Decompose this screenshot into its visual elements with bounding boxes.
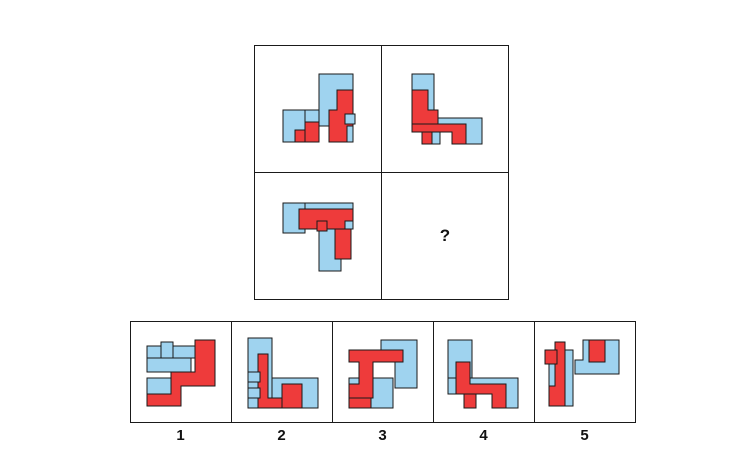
option-1[interactable] <box>130 321 232 423</box>
figure-matrix-2 <box>411 73 483 145</box>
red-piece <box>463 393 477 409</box>
blue-piece <box>247 387 261 399</box>
blue-piece <box>146 357 192 373</box>
option-label-2: 2 <box>277 427 286 444</box>
blue-piece <box>146 377 172 395</box>
red-piece <box>421 131 433 145</box>
option-3[interactable] <box>332 321 434 423</box>
red-piece <box>548 341 566 407</box>
figure-option-1 <box>146 339 216 407</box>
red-piece <box>588 339 606 363</box>
red-piece <box>348 397 372 409</box>
red-piece <box>544 349 558 365</box>
option-label-1: 1 <box>176 427 185 444</box>
matrix-cell-4: ? <box>381 172 509 300</box>
missing-figure-question-mark: ? <box>439 226 451 245</box>
red-piece <box>316 220 328 232</box>
figure-matrix-1 <box>282 73 356 143</box>
blue-piece <box>304 109 320 123</box>
option-2[interactable] <box>231 321 333 423</box>
red-piece <box>294 129 306 143</box>
option-label-4: 4 <box>479 427 488 444</box>
matrix-cell-1 <box>254 45 382 173</box>
figure-option-4 <box>447 339 519 409</box>
option-label-3: 3 <box>378 427 387 444</box>
option-4[interactable] <box>433 321 535 423</box>
blue-piece <box>247 371 261 383</box>
blue-piece <box>160 341 174 359</box>
red-piece <box>281 383 303 409</box>
option-label-5: 5 <box>580 427 589 444</box>
figure-option-2 <box>247 337 319 409</box>
figure-option-5 <box>544 339 620 407</box>
red-piece <box>411 123 467 145</box>
matrix-cell-2 <box>381 45 509 173</box>
red-piece <box>304 121 320 143</box>
red-piece <box>334 228 352 260</box>
option-5[interactable] <box>534 321 636 423</box>
red-piece <box>298 208 354 230</box>
blue-piece <box>344 113 356 125</box>
red-piece <box>328 89 354 143</box>
figure-matrix-3 <box>282 202 354 272</box>
figure-option-3 <box>348 339 418 409</box>
matrix-cell-3 <box>254 172 382 300</box>
red-piece <box>146 339 216 407</box>
